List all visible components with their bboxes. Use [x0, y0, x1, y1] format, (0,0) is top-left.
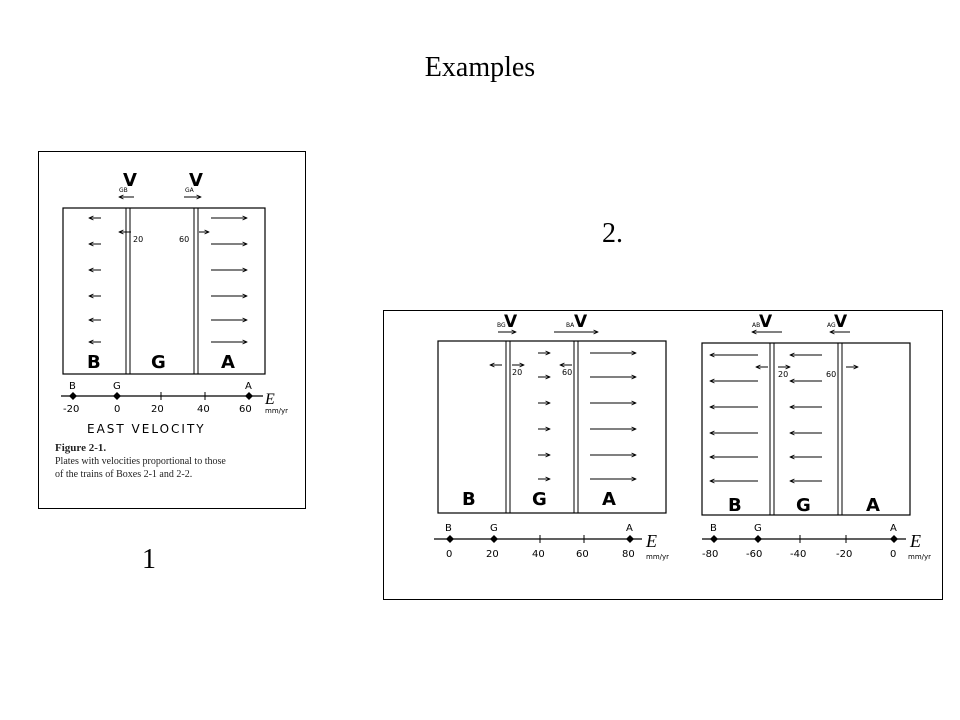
axis-tick-label: 20 — [486, 549, 499, 560]
figure-1-caption: Figure 2-1. Plates with velocities propo… — [55, 442, 303, 481]
boundary-left-value: 20 — [778, 370, 788, 379]
axis-label-e: E — [645, 531, 657, 551]
axis-ticks — [160, 392, 206, 400]
plate-a-arrows — [211, 218, 247, 342]
plate-label-a: A — [602, 489, 616, 510]
axis-tick-label: 80 — [622, 549, 635, 560]
velocity-subscript-right: AG — [827, 322, 836, 329]
axis-tick-label: 40 — [532, 549, 545, 560]
boundary-left-value: 20 — [133, 235, 143, 244]
axis-title: EAST VELOCITY — [87, 422, 206, 436]
axis-point-b — [69, 392, 77, 400]
axis-tick-label: 0 — [114, 404, 120, 415]
axis-point-label-g: G — [754, 523, 762, 534]
caption-line: Plates with velocities proportional to t… — [55, 456, 226, 467]
figure-2b: V AB V AG — [701, 312, 931, 561]
velocity-subscript-right: GA — [185, 187, 195, 194]
velocity-symbol-right: V — [834, 312, 848, 332]
axis-point-label-g: G — [490, 523, 498, 534]
plate-box — [62, 207, 266, 375]
axis-point-label-b: B — [69, 381, 76, 392]
plate-label-a: A — [866, 495, 880, 516]
axis-unit: mm/yr — [646, 553, 669, 561]
axis-point-a — [890, 535, 898, 543]
plate-box — [701, 342, 911, 516]
figure-2-frame: V BG V BA — [383, 310, 943, 600]
axis-point-a — [626, 535, 634, 543]
axis-unit: mm/yr — [265, 407, 288, 415]
boundary-right-value: 60 — [826, 370, 836, 379]
axis-tick-label: 0 — [890, 549, 896, 560]
slide-title: Examples — [424, 52, 536, 83]
axis-label-e: E — [909, 531, 921, 551]
plate-box — [437, 340, 667, 514]
axis-point-g — [113, 392, 121, 400]
axis-tick-label: -40 — [790, 549, 806, 560]
example-label-1: 1 — [142, 544, 156, 575]
velocity-symbol-left: V — [759, 312, 773, 332]
plate-label-a: A — [221, 352, 235, 373]
velocity-symbol-right: V — [574, 312, 588, 332]
velocity-symbol-left: V — [504, 312, 518, 332]
axis-tick-label: -80 — [702, 549, 718, 560]
velocity-symbol-right: V — [189, 170, 203, 191]
plate-g-arrows — [790, 355, 822, 481]
axis-tick-label: 20 — [151, 404, 164, 415]
axis-point-label-b: B — [710, 523, 717, 534]
plate-label-b: B — [462, 489, 476, 510]
axis-tick-label: 0 — [446, 549, 452, 560]
axis-point-label-a: A — [626, 523, 633, 534]
velocity-subscript-left: GB — [119, 187, 128, 194]
example-label-2: 2. — [602, 218, 623, 249]
plate-b-arrows — [710, 355, 758, 481]
boundary-right-value: 60 — [562, 368, 572, 377]
boundary-left-value: 20 — [512, 368, 522, 377]
caption-heading: Figure 2-1. — [55, 442, 107, 454]
plate-label-b: B — [87, 352, 101, 373]
axis-unit: mm/yr — [908, 553, 931, 561]
axis-point-b — [710, 535, 718, 543]
axis-point-label-g: G — [113, 381, 121, 392]
velocity-subscript-left: BG — [497, 322, 506, 329]
axis-tick-label: 60 — [576, 549, 589, 560]
boundary-right-value: 60 — [179, 235, 189, 244]
axis-point-a — [245, 392, 253, 400]
figure-1-diagram: V GB V GA 20 — [61, 170, 288, 436]
plate-a-arrows — [590, 353, 636, 479]
figure-1-frame: V GB V GA 20 — [38, 151, 306, 509]
axis-tick-label: -60 — [746, 549, 762, 560]
figure-2a: V BG V BA — [434, 312, 669, 561]
axis-point-b — [446, 535, 454, 543]
velocity-subscript-left: AB — [752, 322, 760, 329]
axis-point-g — [490, 535, 498, 543]
axis-point-label-a: A — [890, 523, 897, 534]
axis-tick-label: 60 — [239, 404, 252, 415]
plate-label-g: G — [796, 495, 811, 516]
plate-label-g: G — [532, 489, 547, 510]
axis-point-label-a: A — [245, 381, 252, 392]
plate-g-arrows — [538, 353, 550, 479]
velocity-subscript-right: BA — [566, 322, 575, 329]
caption-line: of the trains of Boxes 2-1 and 2-2. — [55, 469, 193, 480]
axis-label-e: E — [264, 391, 275, 408]
velocity-symbol-left: V — [123, 170, 137, 191]
axis-point-g — [754, 535, 762, 543]
axis-point-label-b: B — [445, 523, 452, 534]
axis-tick-label: -20 — [63, 404, 79, 415]
plate-label-g: G — [151, 352, 166, 373]
plate-b-arrows — [89, 218, 101, 342]
figure-2-diagram: V BG V BA — [434, 312, 931, 561]
axis-tick-label: 40 — [197, 404, 210, 415]
plate-label-b: B — [728, 495, 742, 516]
axis-tick-label: -20 — [836, 549, 852, 560]
